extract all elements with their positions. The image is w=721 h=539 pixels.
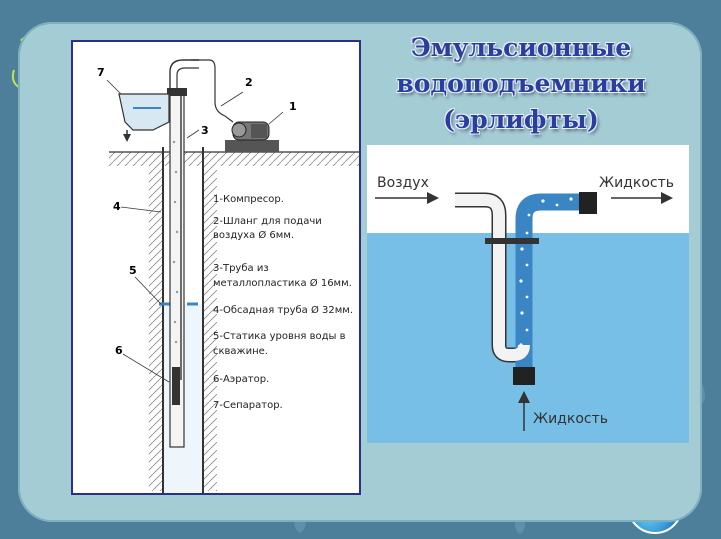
well-legend: 1-Компресор. 2-Шланг для подачи воздуха … [213,194,353,411]
compressor [225,121,279,152]
callout-7: 7 [97,66,105,79]
label-liquid-in: Жидкость [533,411,608,427]
callout-4: 4 [113,200,121,213]
legend-line: воздуха Ø 6мм. [213,229,294,241]
legend-line: 3-Труба из [213,263,269,274]
soil-right [203,166,217,491]
callout-3: 3 [201,124,209,137]
air-tube [455,194,517,361]
callout-1: 1 [289,100,297,113]
title-line-2: водоподъемники [396,69,646,98]
legend-line: скважине. [213,346,268,357]
aerator [172,367,180,405]
well-diagram-panel: 1 2 3 4 5 6 7 1-Компресор. 2-Шланг для п… [71,40,361,495]
label-liquid-out: Жидкость [599,175,674,191]
legend-line: 4-Обсадная труба Ø 32мм. [213,304,353,316]
arrow-air-icon [375,192,439,204]
airlift-diagram-panel: Воздух Жидкость Жидкость [367,145,689,443]
inlet-cap [513,367,535,385]
ground-surface [109,152,359,166]
slide-title: Эмульсионные водоподъемники (эрлифты) [376,30,666,138]
lift-pipe-blue [515,193,582,370]
arrow-liquid-out-icon [611,192,673,204]
label-air: Воздух [377,175,429,191]
legend-line: 2-Шланг для подачи [213,216,322,227]
legend-line: 6-Аэратор. [213,374,269,385]
airlift-diagram: Воздух Жидкость Жидкость [367,175,689,443]
arrow-liquid-in-icon [518,391,530,431]
clamp [485,238,539,244]
title-line-1: Эмульсионные [410,33,632,62]
title-line-3: (эрлифты) [443,105,599,134]
legend-line: 5-Статика уровня воды в [213,331,346,342]
outlet-cap [579,192,597,214]
well-diagram: 1 2 3 4 5 6 7 1-Компресор. 2-Шланг для п… [97,59,359,493]
legend-line: 7-Сепаратор. [213,400,283,411]
callout-6: 6 [115,344,123,357]
legend-line: 1-Компресор. [213,194,284,205]
callout-5: 5 [129,264,137,277]
hose-to-compressor [191,59,234,123]
callout-2: 2 [245,76,253,89]
separator [118,93,170,142]
legend-line: металлопластика Ø 16мм. [213,277,352,289]
soil-left [149,166,163,491]
